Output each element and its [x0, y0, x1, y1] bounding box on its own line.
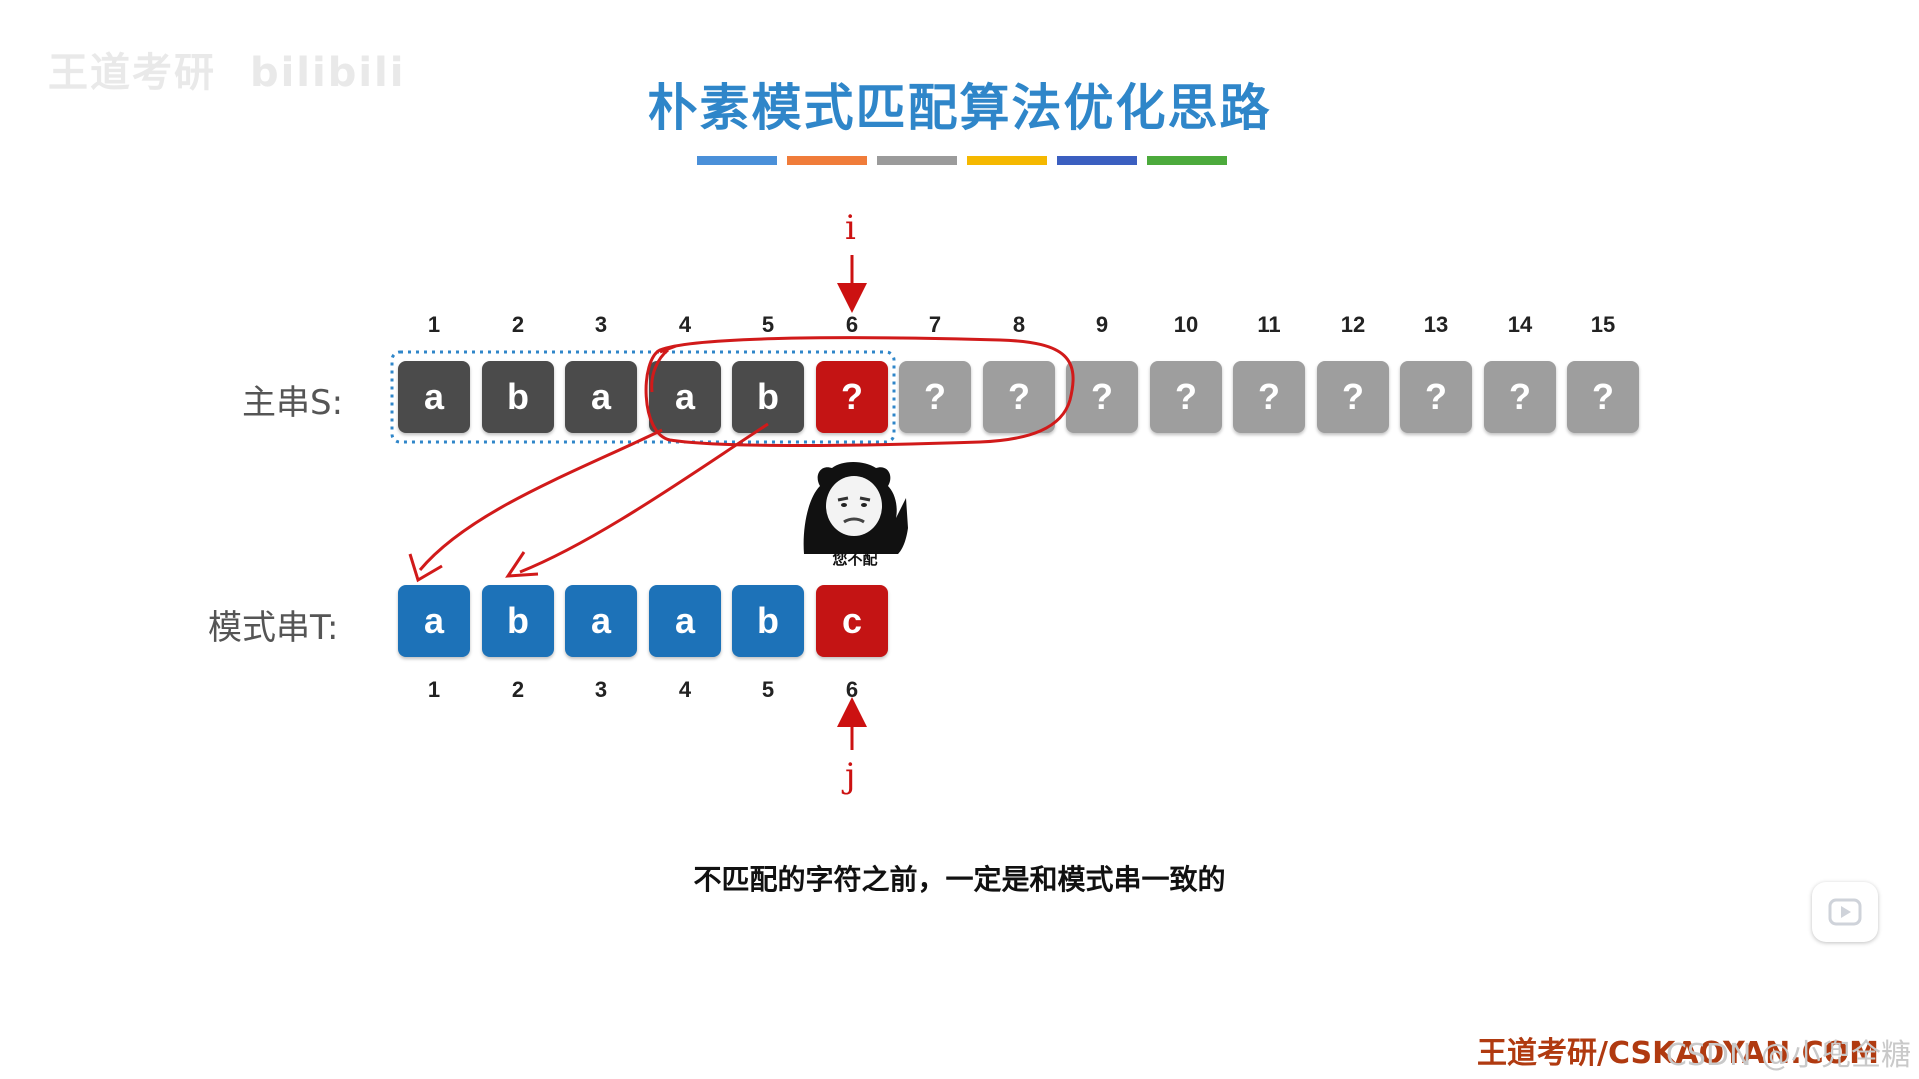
slide-caption: 不匹配的字符之前，一定是和模式串一致的 — [0, 858, 1919, 898]
shift-arrow-1 — [420, 430, 662, 570]
panda-meme-sticker — [798, 458, 910, 558]
play-button[interactable] — [1812, 882, 1878, 942]
shift-arrow-2 — [520, 424, 768, 572]
footer-watermark: CSDN @小兜全糖 — [1666, 1030, 1911, 1074]
matched-prefix-dotted-box — [392, 352, 894, 442]
meme-caption: 您不配 — [810, 548, 900, 569]
suffix-loop-annotation — [646, 338, 1073, 446]
shift-arrow-1-head — [410, 554, 442, 580]
play-icon — [1828, 897, 1862, 927]
